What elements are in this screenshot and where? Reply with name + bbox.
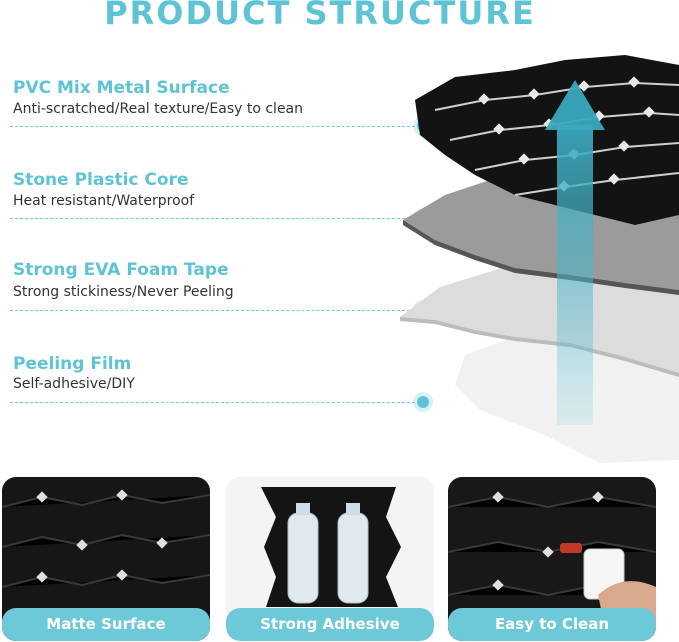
panel-label: Easy to Clean — [448, 608, 656, 641]
layer-name: Peeling Film — [13, 354, 132, 374]
leader-line — [10, 310, 420, 311]
marker-dot — [417, 396, 429, 408]
leader-line — [10, 218, 420, 219]
bottle-icon — [287, 503, 319, 604]
foam-layer — [400, 267, 679, 377]
panel-label: Matte Surface — [2, 608, 210, 641]
panel-label: Strong Adhesive — [226, 608, 434, 641]
panel-strong-adhesive: Strong Adhesive — [226, 477, 434, 641]
layer-name: Strong EVA Foam Tape — [13, 260, 229, 280]
bottle-icon — [337, 503, 369, 604]
layer-eva-tape: Strong EVA Foam Tape Strong stickiness/N… — [0, 259, 430, 319]
layer-peeling-film: Peeling Film Self-adhesive/DIY — [0, 353, 430, 413]
layer-description: Anti-scratched/Real texture/Easy to clea… — [13, 101, 304, 117]
leader-line — [10, 402, 420, 403]
layer-description: Strong stickiness/Never Peeling — [13, 284, 234, 300]
leader-line — [10, 126, 420, 127]
panel-matte-surface: Matte Surface — [2, 477, 210, 641]
layer-stack-illustration — [400, 55, 679, 463]
page-title: PRODUCT STRUCTURE — [104, 0, 536, 32]
up-arrow — [545, 80, 605, 425]
layer-description: Heat resistant/Waterproof — [13, 193, 195, 209]
layer-pvc-surface: PVC Mix Metal Surface Anti-scratched/Rea… — [0, 76, 430, 136]
layer-description: Self-adhesive/DIY — [13, 376, 135, 392]
layer-stone-core: Stone Plastic Core Heat resistant/Waterp… — [0, 168, 430, 228]
layer-name: PVC Mix Metal Surface — [13, 78, 230, 98]
panel-easy-to-clean: Easy to Clean — [448, 477, 656, 641]
layer-name: Stone Plastic Core — [13, 170, 189, 190]
